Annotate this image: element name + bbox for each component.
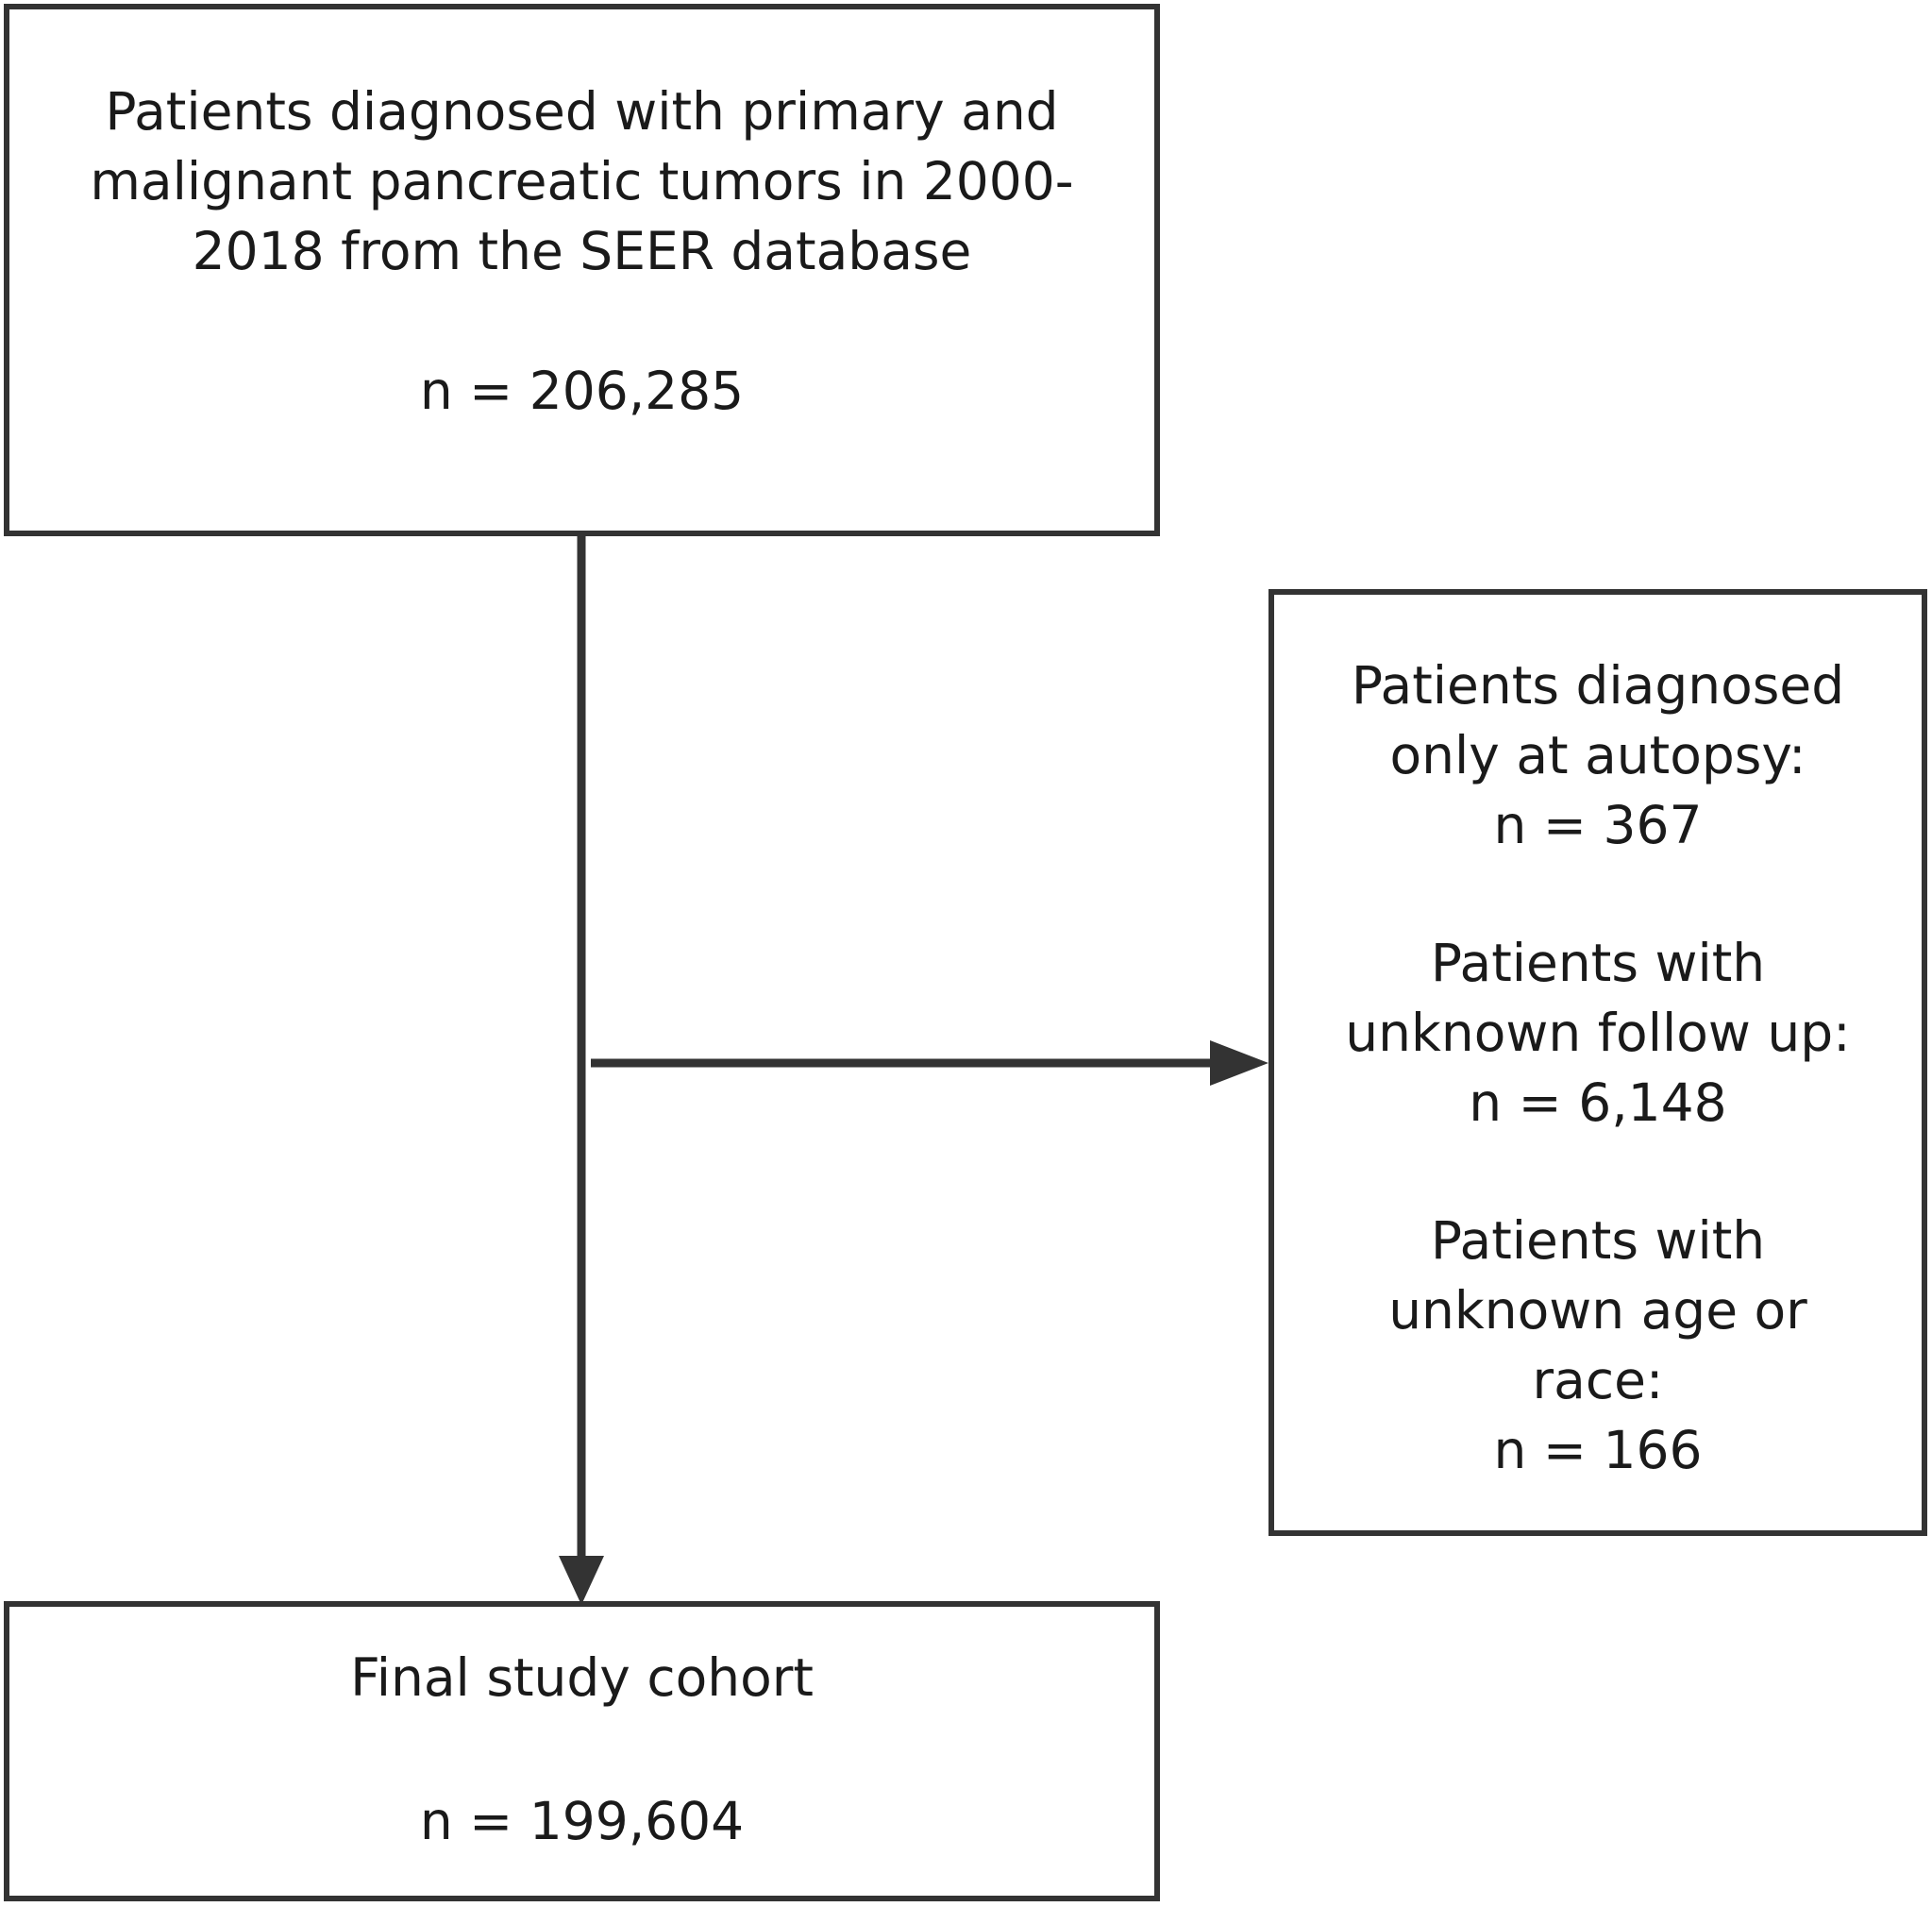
exclusion-box: Patients diagnosed only at autopsy: n = … — [1268, 589, 1927, 1536]
initial-cohort-box: Patients diagnosed with primary and mali… — [4, 4, 1160, 536]
exclusion-age-race-count: n = 166 — [1493, 1419, 1703, 1480]
exclusion-group-age-race: Patients with unknown age or race: n = 1… — [1388, 1206, 1807, 1485]
final-cohort-box: Final study cohort n = 199,604 — [4, 1601, 1160, 1901]
exclusion-group-follow-up: Patients with unknown follow up: n = 6,1… — [1345, 928, 1850, 1138]
initial-cohort-line-3: 2018 from the SEER database — [192, 221, 972, 281]
exclusion-age-race-line-1: Patients with — [1430, 1209, 1766, 1271]
final-cohort-title: Final study cohort — [350, 1647, 814, 1708]
exclusion-age-race-line-3: race: — [1532, 1349, 1664, 1410]
exclusion-autopsy-line-2: only at autopsy: — [1389, 724, 1806, 785]
initial-cohort-line-1: Patients diagnosed with primary and — [105, 81, 1059, 142]
exclusion-autopsy-count: n = 367 — [1493, 794, 1703, 855]
exclusion-follow-up-line-1: Patients with — [1430, 932, 1766, 993]
exclusion-autopsy-line-1: Patients diagnosed — [1351, 654, 1845, 716]
exclusion-follow-up-count: n = 6,148 — [1469, 1072, 1727, 1133]
arrowhead-right-to-exclusion — [1210, 1040, 1268, 1086]
arrowhead-down-to-final — [559, 1556, 604, 1605]
initial-cohort-count: n = 206,285 — [419, 361, 745, 421]
exclusion-age-race-line-2: unknown age or — [1388, 1279, 1807, 1341]
initial-cohort-line-2: malignant pancreatic tumors in 2000- — [90, 151, 1074, 211]
exclusion-follow-up-line-2: unknown follow up: — [1345, 1002, 1851, 1063]
final-cohort-count: n = 199,604 — [419, 1791, 745, 1851]
exclusion-group-autopsy: Patients diagnosed only at autopsy: n = … — [1352, 650, 1844, 860]
